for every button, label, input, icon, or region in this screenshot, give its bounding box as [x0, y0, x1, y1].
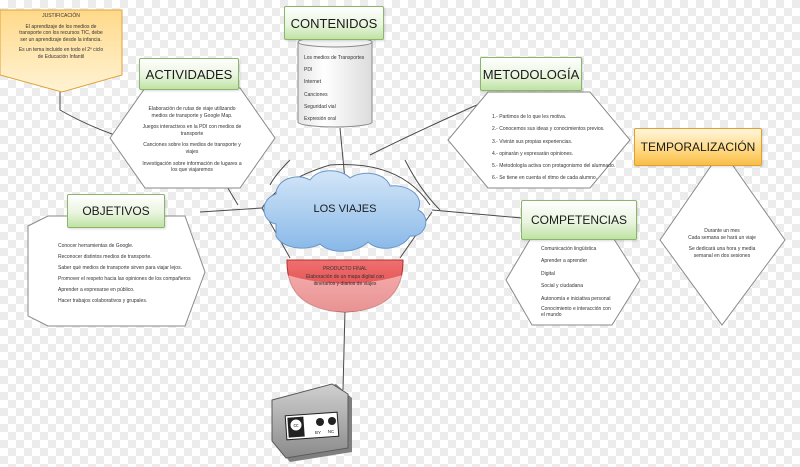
producto-final-title: PRODUCTO FINAL	[322, 266, 368, 272]
objetivos-title: OBJETIVOS	[82, 204, 150, 218]
connector-contenidos	[339, 127, 346, 181]
contenidos-item: Seguridad vial	[304, 103, 336, 110]
temporalizacion-text: Durante un mes Cada semana se hará un vi…	[684, 228, 760, 259]
producto-final-text: PRODUCTO FINAL Elaboración de un mapa di…	[300, 266, 390, 287]
actividades-title: ACTIVIDADES	[145, 66, 233, 82]
objetivos-item: Hacer trabajos colaborativos y grupales.	[58, 298, 148, 305]
connector-metodologia	[369, 99, 489, 156]
metodologia-item: 3.- Vivirán sus propias experiencias.	[492, 138, 573, 145]
temporalizacion-header: TEMPORALIZACIÓN	[634, 128, 762, 166]
temporalizacion-item: Durante un mes	[704, 228, 740, 234]
competencias-item: Aprender a aprender	[541, 258, 588, 265]
actividades-list: Elaboración de rutas de viaje utilizando…	[140, 106, 244, 174]
producto-final-body: Elaboración de un mapa digital con itine…	[305, 274, 385, 287]
contenidos-item: Expresión oral	[304, 116, 336, 123]
contenidos-header: CONTENIDOS	[284, 6, 384, 40]
objetivos-item: Saber qué medios de transporte sirven pa…	[58, 265, 182, 272]
temporalizacion-item: Cada semana se hará un viaje	[688, 234, 756, 241]
connector-actividades	[269, 159, 291, 186]
justificacion-note: Es un tema incluido en todo el 2º ciclo …	[18, 47, 104, 60]
objetivos-list: Conocer herramientas de Google. Reconoce…	[58, 241, 191, 308]
metodologia-shape	[447, 91, 631, 189]
metodologia-list: 1.- Partimos de lo que les motiva. 2.- C…	[492, 111, 615, 185]
competencias-list: Comunicación lingüística Aprender a apre…	[541, 246, 611, 319]
justificacion-shape	[0, 9, 123, 93]
competencias-item: Comunicación lingüística	[541, 246, 597, 252]
connector-temporalizacion	[404, 159, 441, 211]
metodologia-item: 4.- opinarán y expresarán opiniones.	[492, 150, 574, 157]
objetivos-item: Reconocer distintos medios de transporte…	[58, 254, 152, 261]
actividades-header: ACTIVIDADES	[139, 58, 239, 90]
metodologia-item: 2.- Conocemos sus ideas y conocimientos …	[492, 126, 605, 133]
connector-competencias	[431, 209, 523, 219]
objetivos-item: Promover el respeto hacia las opiniones …	[58, 276, 191, 283]
justificacion-text: JUSTIFICACIÓN El aprendizaje de los medi…	[6, 13, 116, 61]
contenidos-item: PDI	[304, 67, 313, 74]
contenidos-list: Los medios de Transportes PDI Internet C…	[304, 52, 364, 125]
objetivos-header: OBJETIVOS	[67, 194, 165, 228]
competencias-header: COMPETENCIAS	[521, 200, 637, 240]
metodologia-item: 1.- Partimos de lo que les motiva.	[492, 114, 567, 120]
metodologia-header: METODOLOGÍA	[480, 57, 582, 91]
contenidos-title: CONTENIDOS	[290, 15, 378, 31]
cc-label: cc	[294, 423, 300, 429]
actividades-item: Canciones sobre los medios de transporte…	[143, 142, 241, 155]
by-label: BY	[315, 430, 321, 435]
cloud-shape	[263, 170, 427, 252]
competencias-item: Autonomía e iniciativa personal	[541, 295, 611, 302]
actividades-item: Elaboración de rutas de viaje utilizando…	[148, 106, 236, 119]
actividades-item: Juegos interactivos en la PDI con medios…	[142, 124, 242, 137]
producto-final-shape	[286, 259, 404, 313]
actividades-item: Investigación sobre información de lugar…	[142, 160, 242, 174]
temporalizacion-shape	[659, 149, 786, 326]
connector-objetivos	[199, 207, 263, 213]
competencias-item: Conocimiento e interacción con el mundo	[541, 306, 611, 319]
metodologia-title: METODOLOGÍA	[482, 66, 580, 82]
contenidos-item: Internet	[304, 79, 321, 86]
center-title: LOS VIAJES	[313, 203, 377, 215]
license-file-icon: cc BY NC	[271, 383, 352, 462]
temporalizacion-title: TEMPORALIZACIÓN	[640, 140, 756, 154]
nc-label: NC	[328, 429, 335, 434]
temporalizacion-item: Se dedicará una hora y media semanal en …	[688, 246, 756, 259]
competencias-title: COMPETENCIAS	[530, 213, 627, 227]
contenidos-item: Canciones	[304, 91, 328, 98]
metodologia-item: 5.- Metodología activa con protagonismo …	[492, 163, 616, 170]
metodologia-item: 6.- Se tiene en cuenta el ritmo de cada …	[492, 175, 598, 182]
contenidos-item: Los medios de Transportes	[304, 55, 365, 61]
connector-licencia	[342, 309, 346, 391]
justificacion-title: JUSTIFICACIÓN	[42, 13, 80, 19]
justificacion-body: El aprendizaje de los medios de transpor…	[19, 23, 103, 43]
objetivos-item: Aprender a expresarse en público.	[58, 287, 135, 294]
competencias-item: Social y ciudadana	[541, 283, 583, 290]
competencias-item: Digital	[541, 270, 555, 277]
objetivos-item: Conocer herramientas de Google.	[58, 243, 134, 249]
